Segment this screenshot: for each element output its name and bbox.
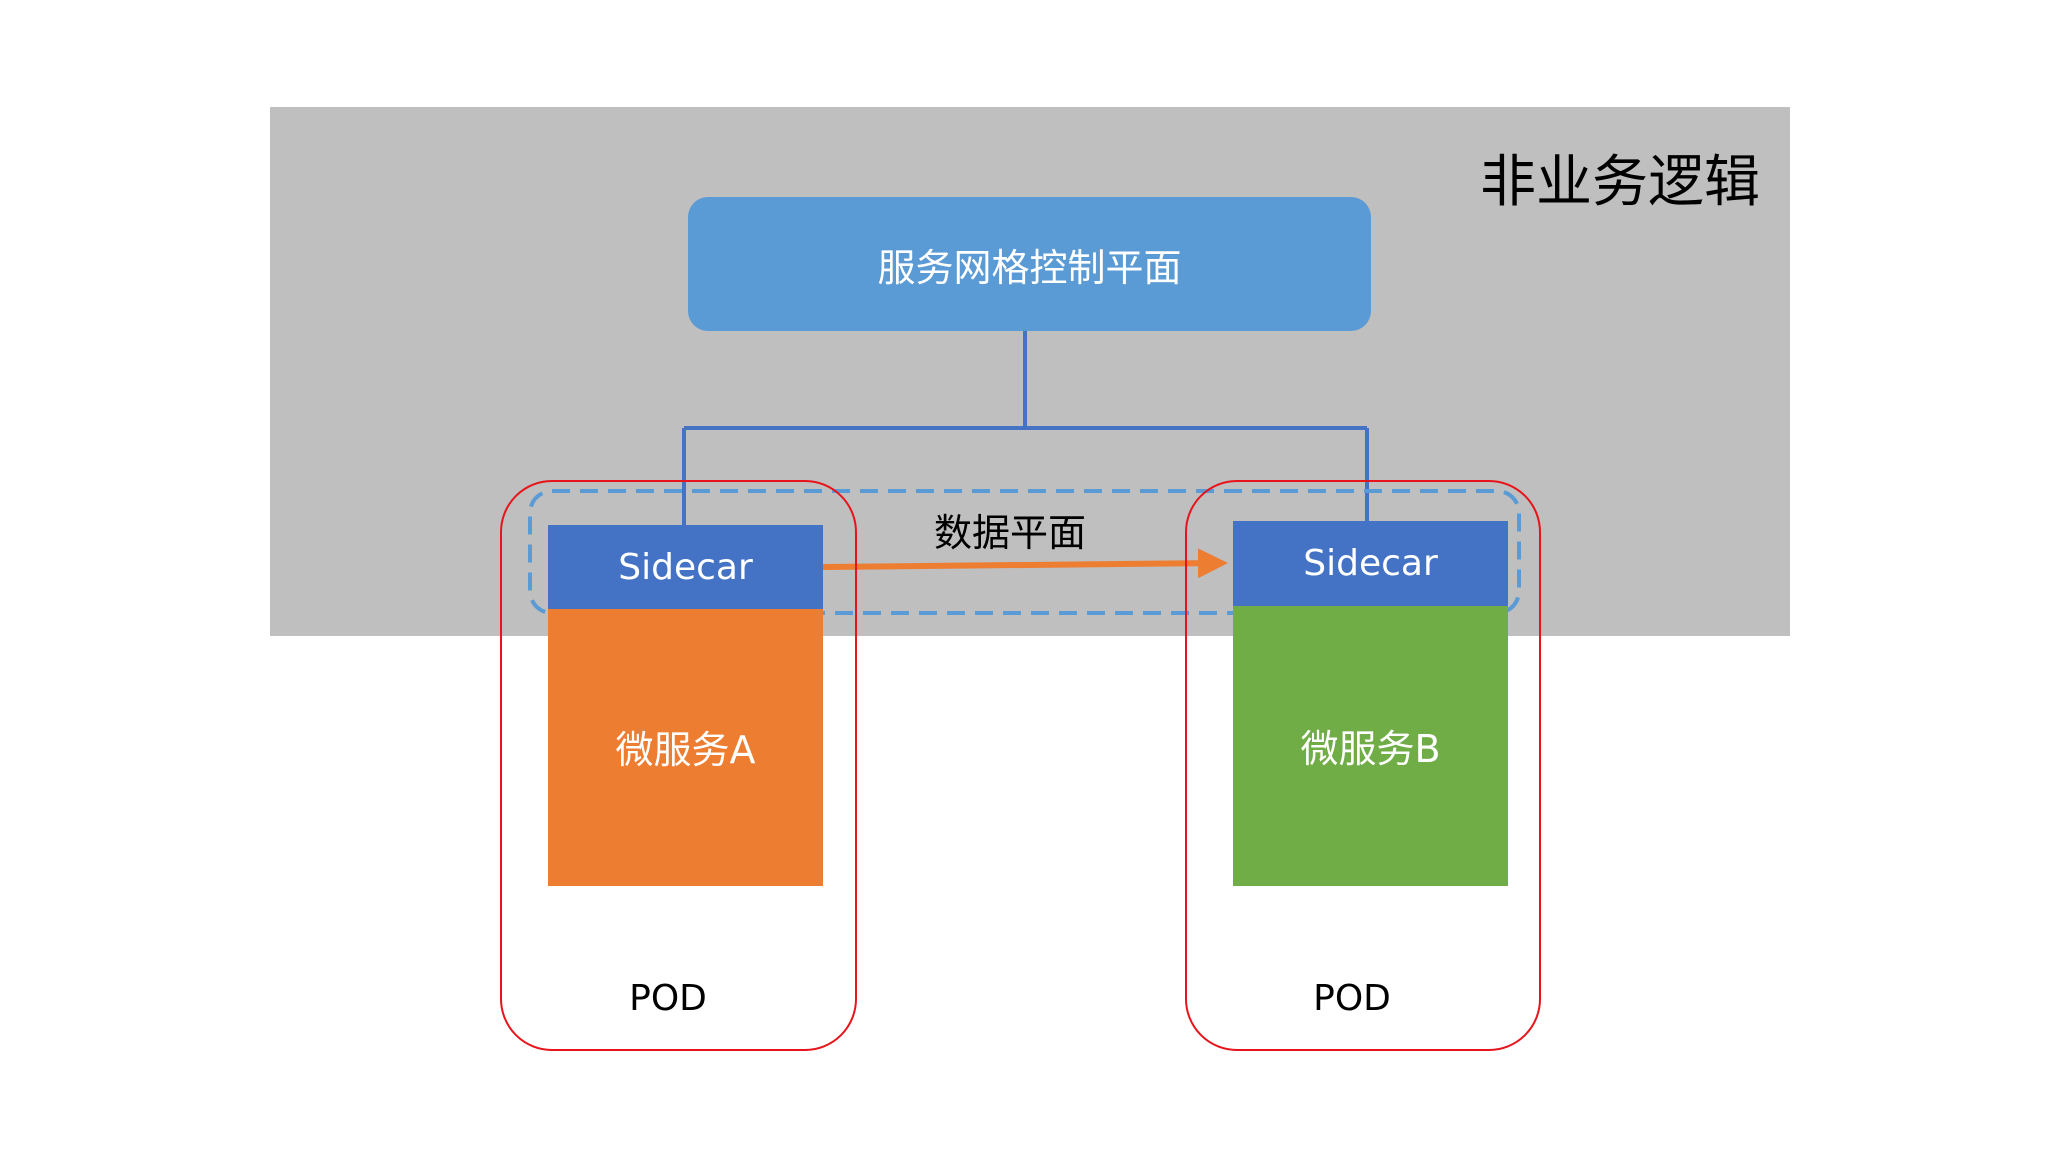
control-plane-label: 服务网格控制平面 [877, 245, 1182, 290]
microservice-a-box: 微服务A [548, 607, 823, 886]
sidecar-a-box: Sidecar [548, 525, 823, 609]
sidecar-a-label: Sidecar [618, 546, 753, 588]
microservice-a-label: 微服务A [615, 728, 756, 772]
microservice-b-label: 微服务B [1300, 726, 1441, 771]
pod-b-container [1185, 480, 1541, 1051]
sidecar-b-box: Sidecar [1233, 521, 1508, 606]
control-plane-box: 服务网格控制平面 [688, 197, 1371, 331]
pod-a-container [500, 480, 857, 1051]
sidecar-b-label: Sidecar [1303, 543, 1438, 584]
data-plane-label: 数据平面 [933, 511, 1086, 555]
pod-a-label: POD [629, 978, 707, 1019]
region-title: 非业务逻辑 [1480, 150, 1760, 215]
pod-b-label: POD [1313, 978, 1391, 1019]
microservice-b-box: 微服务B [1233, 604, 1508, 886]
